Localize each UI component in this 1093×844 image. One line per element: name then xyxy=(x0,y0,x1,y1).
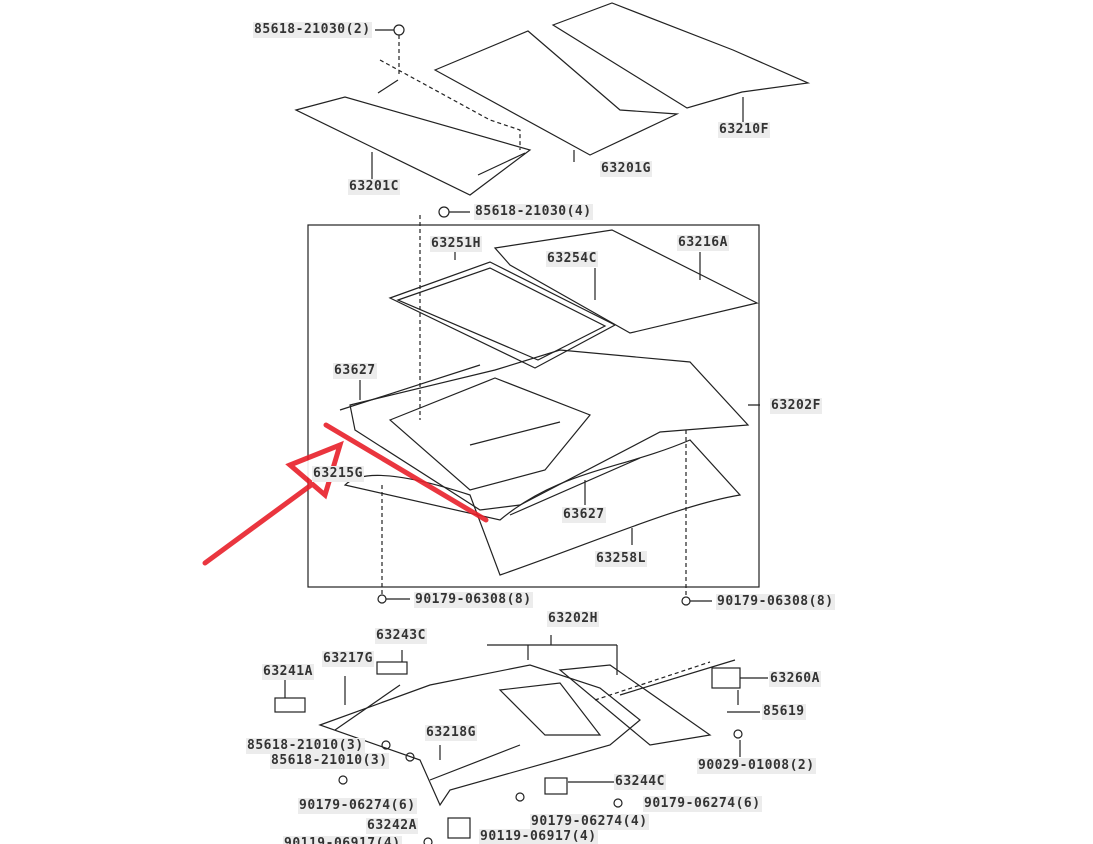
highlight-arrow xyxy=(202,422,489,566)
part-label[interactable]: 63242A xyxy=(366,818,418,834)
part-label[interactable]: 85618-21030(4) xyxy=(474,204,593,220)
drain-seal xyxy=(343,439,742,576)
part-label[interactable]: 63241A xyxy=(262,664,314,680)
part-label[interactable]: 63627 xyxy=(562,507,606,523)
bolt-icon xyxy=(393,24,405,36)
bracket-63241a xyxy=(274,697,306,713)
part-label[interactable]: 63260A xyxy=(769,671,821,687)
bracket-63244c xyxy=(544,777,568,795)
part-label[interactable]: 63218G xyxy=(425,725,477,741)
glass-panel xyxy=(433,30,680,156)
part-label[interactable]: 85618-21010(3) xyxy=(270,753,389,769)
part-label[interactable]: 90119-06917(4) xyxy=(283,836,402,844)
part-label[interactable]: 90029-01008(2) xyxy=(697,758,816,774)
part-label[interactable]: 63244C xyxy=(614,774,666,790)
part-label[interactable]: 63215G xyxy=(312,466,364,482)
part-label[interactable]: 63243C xyxy=(375,628,427,644)
part-label[interactable]: 63627 xyxy=(333,363,377,379)
bracket-63242a xyxy=(447,817,471,839)
sunroof-frame xyxy=(318,664,641,807)
assembly-box xyxy=(307,224,760,588)
part-label[interactable]: 85618-21030(2) xyxy=(253,22,372,38)
part-label[interactable]: 90179-06308(8) xyxy=(414,592,533,608)
part-label[interactable]: 63201C xyxy=(348,179,400,195)
part-label[interactable]: 63258L xyxy=(595,551,647,567)
part-label[interactable]: 63210F xyxy=(718,122,770,138)
part-label[interactable]: 90179-06274(6) xyxy=(643,796,762,812)
part-label[interactable]: 90179-06308(8) xyxy=(716,594,835,610)
part-label[interactable]: 63216A xyxy=(677,235,729,251)
part-label[interactable]: 63201G xyxy=(600,161,652,177)
bolt-icon xyxy=(438,206,450,218)
part-label[interactable]: 63254C xyxy=(546,251,598,267)
part-label[interactable]: 63202H xyxy=(547,611,599,627)
part-label[interactable]: 63217G xyxy=(322,651,374,667)
part-label[interactable]: 90119-06917(4) xyxy=(479,829,598,844)
sunshade-panel xyxy=(294,96,532,196)
roof-panel xyxy=(551,2,811,109)
motor-63260a xyxy=(711,667,741,689)
part-label[interactable]: 90179-06274(4) xyxy=(530,814,649,830)
part-label[interactable]: 63251H xyxy=(430,236,482,252)
part-label[interactable]: 63202F xyxy=(770,398,822,414)
deflector xyxy=(493,229,759,334)
part-label[interactable]: 90179-06274(6) xyxy=(298,798,417,814)
housing xyxy=(349,349,750,511)
part-label[interactable]: 85619 xyxy=(762,704,806,720)
bracket-63243c xyxy=(376,661,408,675)
part-label[interactable]: 85618-21010(3) xyxy=(246,738,365,754)
